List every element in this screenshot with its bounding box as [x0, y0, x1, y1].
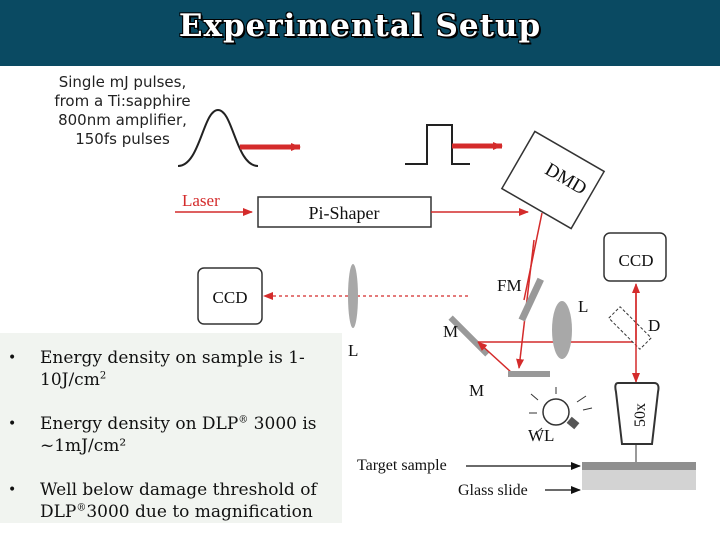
ccd-left-box — [197, 267, 263, 325]
bullet-dot-icon: • — [8, 416, 17, 432]
ccd-right-label: CCD — [619, 251, 654, 270]
d-label: D — [648, 316, 660, 335]
lens-right-label: L — [578, 297, 588, 316]
target-sample-label: Target sample — [357, 457, 447, 474]
gaussian-pulse-icon — [177, 108, 259, 167]
beamsplitter-d — [608, 306, 652, 350]
pulse-line-3: 800nm amplifier, — [58, 111, 187, 129]
glass-slide-layer — [582, 470, 696, 490]
fold-mirror — [518, 277, 544, 322]
title-bar — [0, 0, 720, 66]
wl-label: WL — [528, 426, 554, 445]
laser-label: Laser — [182, 191, 220, 210]
lens-right — [552, 301, 572, 359]
pulse-line-1: Single mJ pulses, — [58, 73, 187, 91]
beam-m-to-lens — [477, 341, 513, 374]
pulse-line-2: from a Ti:sapphire — [54, 92, 191, 110]
mirror-lower — [508, 371, 550, 377]
pulse-description: Single mJ pulses, from a Ti:sapphire 800… — [30, 73, 215, 149]
slide-title: Experimental Setup — [178, 8, 542, 44]
glass-slide-label: Glass slide — [458, 482, 528, 499]
mirror-upper-label: M — [443, 322, 458, 341]
target-sample-layer — [582, 462, 696, 470]
bullet-dot-icon: • — [8, 482, 17, 498]
fm-label: FM — [497, 276, 522, 295]
lens-left — [348, 264, 358, 328]
ccd-left-label: CCD — [213, 288, 248, 307]
objective-label: 50x — [632, 403, 649, 427]
bullet-dot-icon: • — [8, 350, 17, 366]
lens-left-label: L — [348, 341, 358, 360]
mirror-lower-label: M — [469, 381, 484, 400]
light-bulb-icon — [529, 387, 593, 435]
pulse-line-4: 150fs pulses — [75, 130, 170, 148]
dmd-box — [500, 130, 606, 230]
pi-shaper-label: Pi-Shaper — [309, 203, 380, 223]
bullet-panel: • Energy density on sample is 1-10J/cm2 … — [0, 333, 342, 523]
beam-dmd-to-fm — [523, 212, 543, 301]
square-pulse-icon — [405, 124, 470, 165]
ccd-right-box — [603, 232, 667, 282]
objective-lens — [614, 382, 660, 445]
